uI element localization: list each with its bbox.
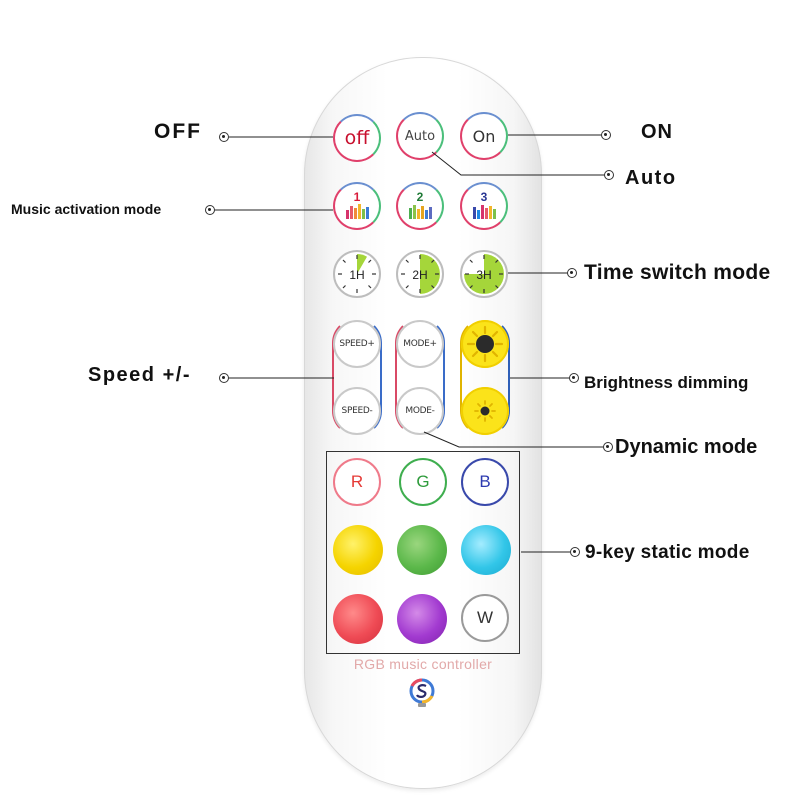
brand-logo (409, 678, 435, 707)
annotation-on: ON (641, 121, 673, 143)
cyan-color-button[interactable] (461, 525, 511, 575)
speed-plus-label: SPEED+ (339, 339, 375, 349)
annotation-dot (205, 205, 215, 215)
speed-rocker (332, 318, 382, 436)
white-button[interactable]: W (461, 594, 509, 642)
timer-3h-button[interactable]: 3H (460, 250, 508, 298)
annotation-dot (604, 170, 614, 180)
annotation-dot (601, 130, 611, 140)
timer-2h-button[interactable]: 2H (396, 250, 444, 298)
blue-button[interactable]: B (461, 458, 509, 506)
on-button-label: On (472, 126, 496, 146)
purple-color-button[interactable] (397, 594, 447, 644)
off-button[interactable]: off (333, 114, 381, 162)
red-button-label: R (350, 472, 364, 491)
leader-line-dynamic (423, 431, 607, 448)
clock-icon: 1H (338, 254, 376, 293)
speed-minus-label: SPEED- (341, 406, 373, 416)
music-mode-2-button[interactable]: 2 (396, 182, 444, 230)
equalizer-icon: 2 (409, 190, 432, 219)
mode-rocker (395, 318, 445, 436)
brand-text: RGB music controller (353, 656, 493, 672)
mode-minus-button[interactable]: MODE- (396, 387, 444, 435)
music-mode-3-button[interactable]: 3 (460, 182, 508, 230)
clock-icon: 2H (401, 254, 440, 294)
music-mode-1-button[interactable]: 1 (333, 182, 381, 230)
annotation-time-switch: Time switch mode (584, 261, 771, 284)
brightness-rocker (460, 318, 510, 436)
music-mode-number: 2 (417, 190, 424, 204)
annotation-dot (603, 442, 613, 452)
annotation-dot (219, 373, 229, 383)
leader-line-auto (431, 151, 610, 176)
green-button[interactable]: G (399, 458, 447, 506)
annotation-auto: Auto (625, 167, 677, 189)
off-button-label: off (344, 127, 370, 149)
white-button-label: W (476, 608, 494, 627)
mode-plus-label: MODE+ (403, 339, 437, 349)
static-color-panel (326, 451, 520, 654)
auto-button[interactable]: Auto (396, 112, 444, 160)
annotation-off: OFF (154, 120, 202, 143)
light-green-color-button[interactable] (397, 525, 447, 575)
sun-high-icon (466, 325, 504, 363)
brightness-up-button[interactable] (461, 320, 509, 368)
blue-button-label: B (479, 472, 491, 491)
sun-low-icon (474, 400, 496, 422)
mode-plus-button[interactable]: MODE+ (396, 320, 444, 368)
annotation-dot (567, 268, 577, 278)
annotation-dot (219, 132, 229, 142)
equalizer-icon: 1 (346, 190, 369, 219)
clock-icon: 3H (464, 254, 504, 294)
timer-1h-button[interactable]: 1H (333, 250, 381, 298)
green-button-label: G (416, 472, 430, 491)
annotation-brightness: Brightness dimming (584, 373, 749, 392)
timer-label: 1H (349, 268, 364, 282)
timer-label: 2H (412, 268, 427, 282)
timer-label: 3H (476, 268, 491, 282)
annotation-dynamic-mode: Dynamic mode (615, 436, 758, 458)
annotation-music-mode: Music activation mode (11, 201, 162, 217)
annotation-dot (570, 547, 580, 557)
pink-red-color-button[interactable] (333, 594, 383, 644)
yellow-color-button[interactable] (333, 525, 383, 575)
red-button[interactable]: R (333, 458, 381, 506)
speed-minus-button[interactable]: SPEED- (333, 387, 381, 435)
music-mode-number: 1 (354, 190, 361, 204)
auto-button-label: Auto (404, 128, 436, 144)
mode-minus-label: MODE- (405, 406, 435, 416)
brightness-down-button[interactable] (461, 387, 509, 435)
on-button[interactable]: On (460, 112, 508, 160)
speed-plus-button[interactable]: SPEED+ (333, 320, 381, 368)
music-mode-number: 3 (481, 190, 488, 204)
annotation-speed: Speed +/- (88, 364, 191, 386)
equalizer-icon: 3 (473, 190, 496, 219)
annotation-static-mode: 9-key static mode (585, 542, 750, 563)
annotation-dot (569, 373, 579, 383)
